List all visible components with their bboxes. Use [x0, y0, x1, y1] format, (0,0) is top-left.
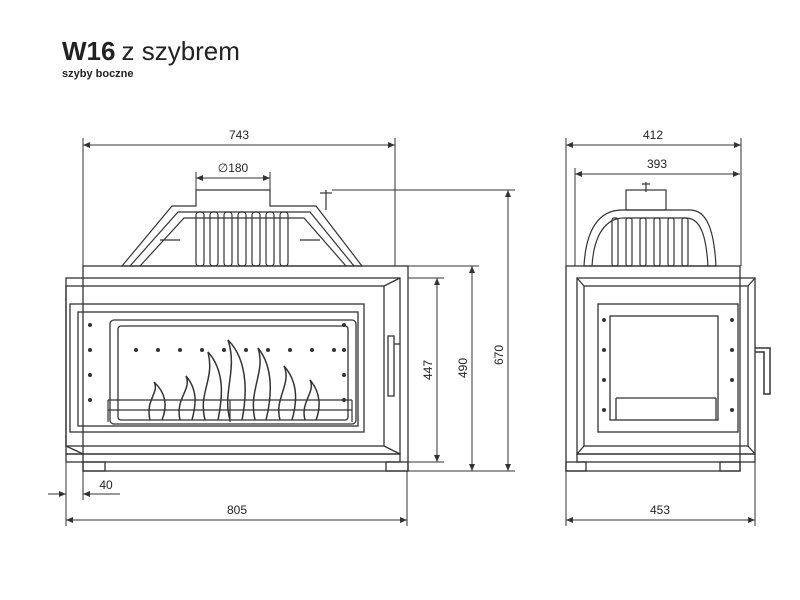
front-hood-ribs: [160, 211, 320, 267]
dim-side-inner-width: 393: [647, 157, 667, 171]
fire-grate: [107, 399, 353, 422]
dim-height-body: 490: [456, 358, 470, 378]
model-name: W16: [62, 36, 116, 66]
model-variant: z szybrem: [121, 36, 240, 66]
dim-front-top-width: 743: [229, 128, 249, 142]
front-feet: [82, 461, 409, 472]
front-hood: [120, 189, 364, 267]
side-hood: [583, 182, 717, 267]
firebox-air-holes: [134, 348, 336, 352]
side-body: [565, 265, 756, 472]
dim-height-inner: 447: [421, 360, 435, 380]
dim-foot-offset: 40: [99, 478, 113, 492]
dim-side-top-width: 412: [643, 128, 663, 142]
front-side-studs: [88, 323, 346, 402]
fire-flames: [148, 339, 320, 421]
subtitle: szyby boczne: [62, 68, 134, 80]
dim-side-bottom-width: 453: [650, 503, 670, 517]
side-studs: [602, 318, 734, 412]
dim-front-bottom-width: 805: [227, 503, 247, 517]
side-door-handle: [755, 347, 771, 395]
front-view: [65, 189, 409, 472]
dimension-labels: 743 ∅180 805 40 447 490 670 412 393 453: [99, 128, 670, 517]
front-body: [65, 265, 409, 472]
dimension-lines: [48, 138, 756, 526]
dim-height-total: 670: [492, 345, 506, 365]
side-view: [565, 182, 771, 472]
dim-flue-diameter: ∅180: [218, 161, 249, 175]
